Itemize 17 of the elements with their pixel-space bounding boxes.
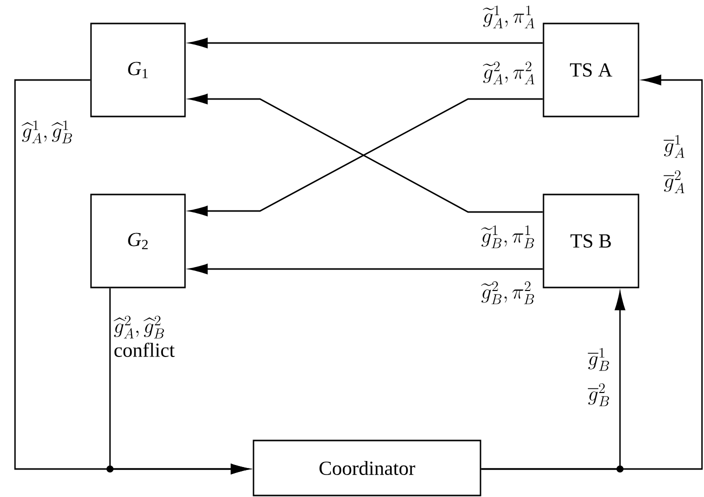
edge-label: $\widetilde{g}^2_B,\pi^2_B$	[480, 280, 536, 306]
edge-label: $\begin{array}{@{}l@{}}\overline{g}^1_A\\[4mm]\overline{g}^2_A\end{array}$	[662, 134, 686, 196]
arrow	[189, 38, 543, 48]
process-box: TS B	[542, 194, 640, 288]
arrow	[189, 264, 543, 274]
arrow	[481, 292, 626, 470]
process-box: TS A	[542, 22, 640, 118]
edge-label: $\widetilde{g}^1_A,\pi^1_A$	[482, 4, 536, 30]
process-box: Coordinator	[252, 440, 482, 496]
process-box: G$_{2}$	[90, 194, 186, 288]
process-box: G$_{1}$	[90, 22, 186, 118]
edge-label: $\widehat{g}^1_A,\widehat{g}^1_B$	[20, 120, 74, 144]
edge-label: $\widetilde{g}^2_A,\pi^2_A$	[482, 60, 536, 86]
edge-label: $\widetilde{g}^1_B,\pi^1_B$	[480, 224, 536, 250]
arrow	[109, 288, 250, 474]
edge-label: $\begin{array}{@{}l@{}}\overline{g}^1_B\\[4mm]\overline{g}^2_B\end{array}$	[586, 347, 612, 409]
edge-label: $\begin{array}{@{}l@{}}\widehat{g}^2_A,\widehat{g}^2_B\\\text{conflict}\end{array}$	[112, 315, 176, 365]
